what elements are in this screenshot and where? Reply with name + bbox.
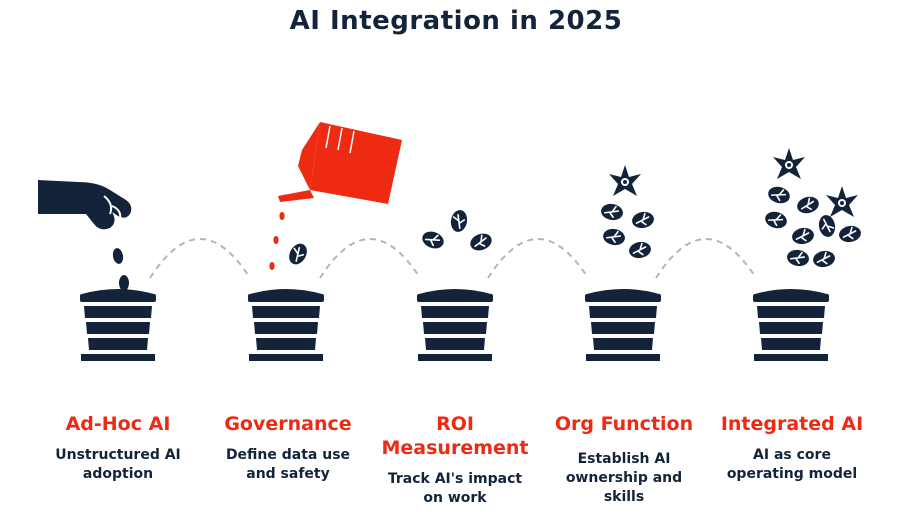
connector-arc xyxy=(319,238,421,279)
stage-title-ad-hoc-ai: Ad-Hoc AI xyxy=(65,413,171,435)
stage-desc-roi-measurement: Track AI's impact on work xyxy=(387,471,523,506)
flowering-plant-icon xyxy=(762,148,864,270)
growing-plant-icon xyxy=(598,165,657,261)
hand-dropping-seed-icon xyxy=(38,180,132,291)
stage-desc-governance: Define data use and safety xyxy=(225,447,351,482)
stage-desc-org-function: Establish AI ownership and skills xyxy=(565,451,683,505)
plant-pot-icon xyxy=(80,289,156,361)
plant-pot-icon xyxy=(753,289,829,361)
stage-title-roi-measurement: ROI Measurement xyxy=(381,413,529,459)
growth-stages-illustration xyxy=(38,122,864,361)
sprouting-leaves-icon xyxy=(419,207,495,255)
stage-title-org-function: Org Function xyxy=(554,413,694,435)
connector-arc xyxy=(149,238,251,279)
connector-arc xyxy=(655,238,757,279)
watering-can-icon xyxy=(269,122,402,270)
stage-desc-ad-hoc-ai: Unstructured AI adoption xyxy=(55,447,181,482)
plant-pot-icon xyxy=(248,289,324,361)
stage-title-integrated-ai: Integrated AI xyxy=(720,413,864,435)
page-title: AI Integration in 2025 xyxy=(289,6,623,36)
connector-arcs xyxy=(149,238,757,279)
connector-arc xyxy=(487,238,589,279)
sprout-leaf-icon xyxy=(284,239,312,269)
plant-pot-icon xyxy=(585,289,661,361)
plant-pot-icon xyxy=(417,289,493,361)
stage-desc-integrated-ai: AI as core operating model xyxy=(726,447,858,482)
stage-title-governance: Governance xyxy=(224,413,352,435)
